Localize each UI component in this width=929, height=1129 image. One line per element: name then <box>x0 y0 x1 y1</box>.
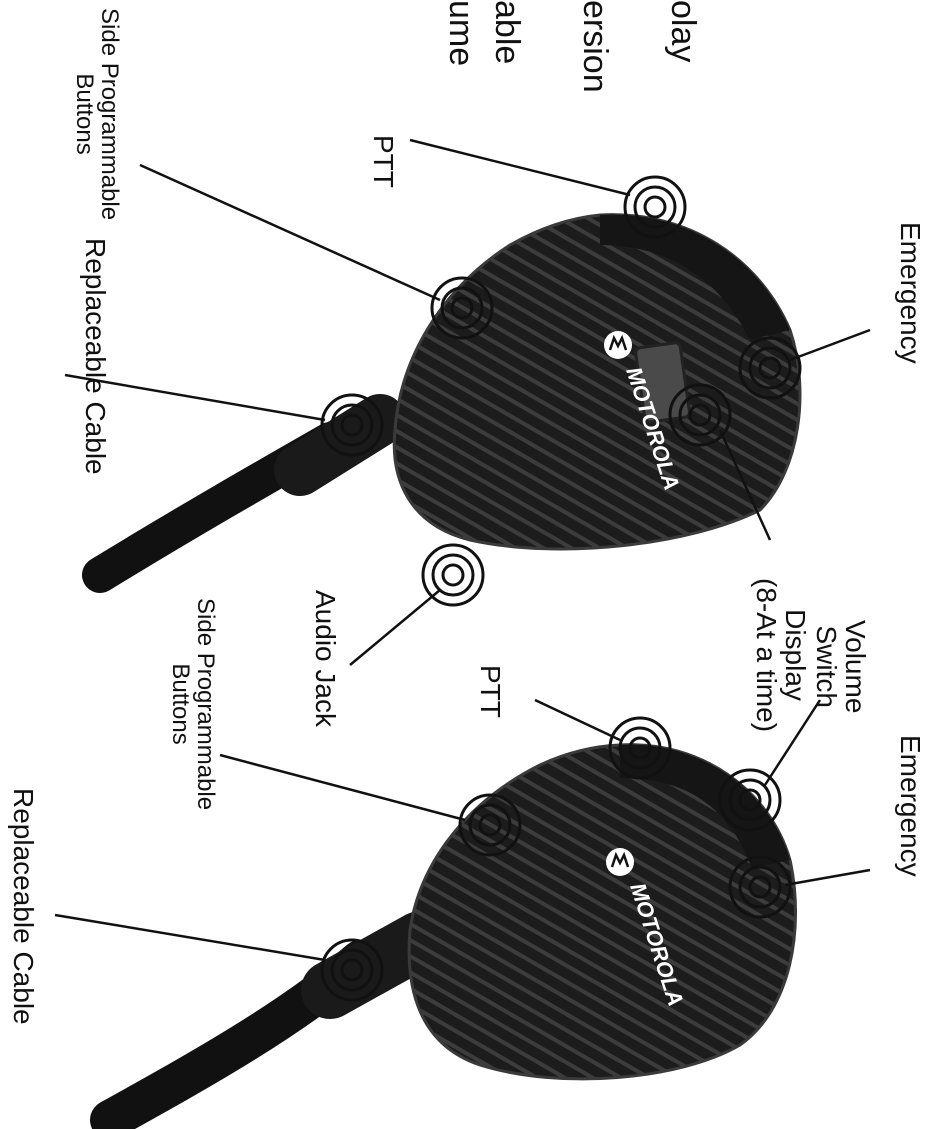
upper-cable-label: Replaceable Cable <box>80 238 111 475</box>
upper-display-window <box>634 341 691 424</box>
lower-emergency-ring <box>728 855 792 919</box>
upper-display-label: Display (8-At a time) <box>750 578 811 733</box>
lower-mic-strain-relief <box>301 911 449 1019</box>
lower-ptt-ring <box>608 716 672 780</box>
upper-audio-jack-ring <box>421 543 485 607</box>
lower-cable-label: Replaceable Cable <box>8 788 39 1025</box>
upper-emergency-ring <box>738 336 802 400</box>
upper-callout-lines <box>64 138 871 666</box>
clipped-heading-line2: ersion <box>576 0 614 93</box>
lower-side-buttons-label: Side Programmable Buttons <box>166 598 219 811</box>
upper-audio-jack-label: Audio Jack <box>310 590 341 727</box>
lower-emergency-label: Emergency <box>895 735 926 877</box>
lower-volume-switch-ring <box>718 768 782 832</box>
upper-side-buttons-label: Side Programmable Buttons <box>70 8 123 221</box>
clipped-heading-line4: ume <box>442 0 480 67</box>
lower-motorola-logo-mark <box>610 851 630 868</box>
lower-side-buttons-ring <box>458 793 522 857</box>
upper-motorola-logo-mark <box>608 334 628 351</box>
upper-display-ring <box>668 383 732 447</box>
lower-volume-switch-label: Volume Switch <box>810 620 871 714</box>
upper-ptt-label: PTT <box>368 135 399 188</box>
lower-cable-ring <box>320 938 384 1002</box>
lower-callout-lines <box>54 698 871 962</box>
lower-ptt-label: PTT <box>475 665 506 718</box>
upper-mic-strain-relief <box>274 394 406 496</box>
upper-side-buttons-ring <box>430 276 494 340</box>
upper-emergency-label: Emergency <box>895 222 926 364</box>
upper-ptt-ring <box>623 175 687 239</box>
upper-mic: MOTOROLA <box>64 138 871 666</box>
upper-cable-ring <box>320 393 384 457</box>
lower-mic-top-cap <box>620 744 790 868</box>
lower-mic: MOTOROLA <box>54 698 871 1129</box>
clipped-heading-line1: olay <box>664 0 702 63</box>
upper-mic-top-cap <box>600 214 790 340</box>
clipped-heading-line3: able <box>488 0 526 65</box>
